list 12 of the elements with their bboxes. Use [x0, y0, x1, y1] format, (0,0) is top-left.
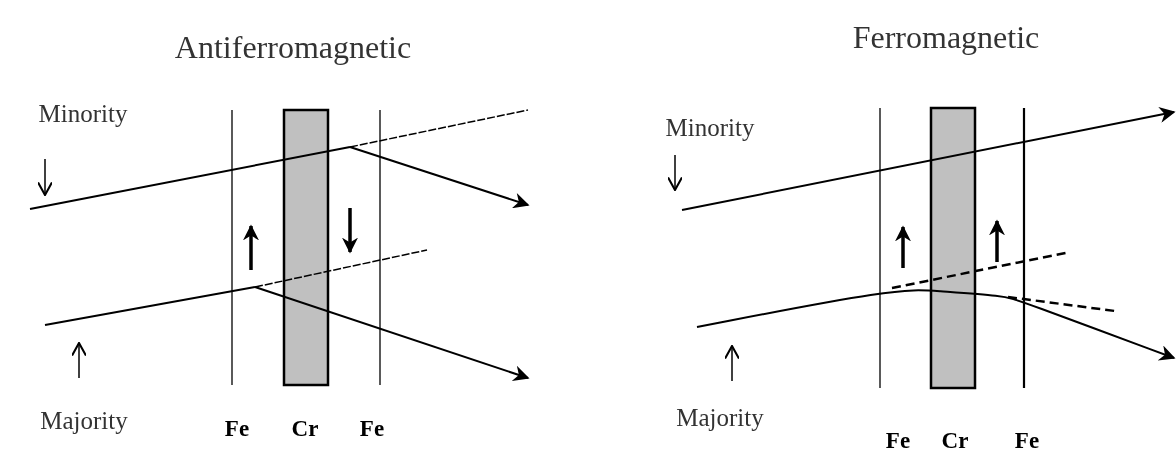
heading: Ferromagnetic: [852, 21, 1040, 53]
layer-label: Cr: [291, 416, 319, 440]
spin-label: Minority: [38, 100, 128, 126]
spin-label: Minority: [665, 114, 755, 140]
layer-label: Fe: [224, 416, 250, 440]
spin-label: Majority: [40, 407, 128, 433]
layer-label: Fe: [885, 428, 911, 452]
layer-label: Fe: [1014, 428, 1040, 452]
heading: Antiferromagnetic: [174, 31, 412, 63]
layer-label: Fe: [359, 416, 385, 440]
layer-label: Cr: [941, 428, 969, 452]
spin-label: Majority: [676, 404, 764, 430]
